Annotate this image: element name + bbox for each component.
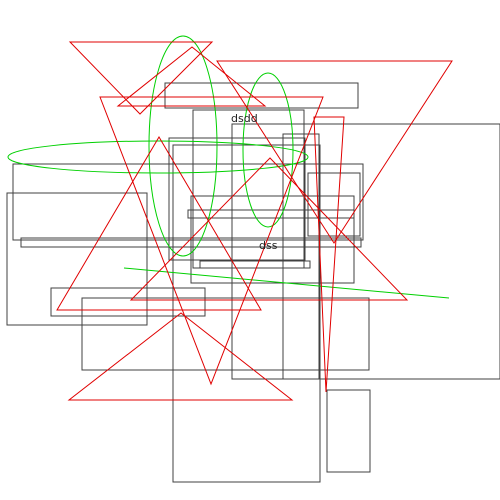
ellipse-shape: [242, 72, 294, 228]
triangle-shape: [99, 96, 324, 386]
rectangle-shape: [168, 137, 306, 261]
triangles-layer: [56, 41, 453, 401]
triangle-shape: [129, 157, 409, 301]
top-label: dsdd: [231, 112, 258, 125]
ellipses-layer: [7, 35, 450, 299]
rectangle-shape: [307, 172, 361, 237]
rectangle-shape: [190, 195, 355, 284]
middle-label: dss: [259, 239, 278, 252]
rectangle-shape: [231, 123, 500, 380]
rectangle-shape: [164, 82, 359, 109]
ellipse-shape: [7, 140, 309, 174]
triangle-shape: [216, 60, 453, 244]
rectangle-shape: [199, 260, 311, 269]
rectangle-shape: [12, 163, 364, 241]
line-shape: [123, 267, 450, 299]
labels-layer: dsdd dss: [231, 112, 278, 252]
triangle-shape: [313, 116, 345, 393]
triangle-shape: [67, 312, 294, 401]
rectangle-shape: [326, 389, 371, 473]
rectangle-shape: [282, 133, 320, 380]
ellipse-shape: [148, 35, 218, 257]
rectangle-shape: [50, 287, 206, 317]
triangle-shape: [116, 46, 267, 107]
triangle-shape: [56, 136, 262, 311]
rectangle-shape: [6, 192, 148, 326]
rectangle-shape: [81, 297, 370, 371]
triangle-shape: [68, 41, 214, 115]
rectangle-shape: [172, 144, 321, 483]
